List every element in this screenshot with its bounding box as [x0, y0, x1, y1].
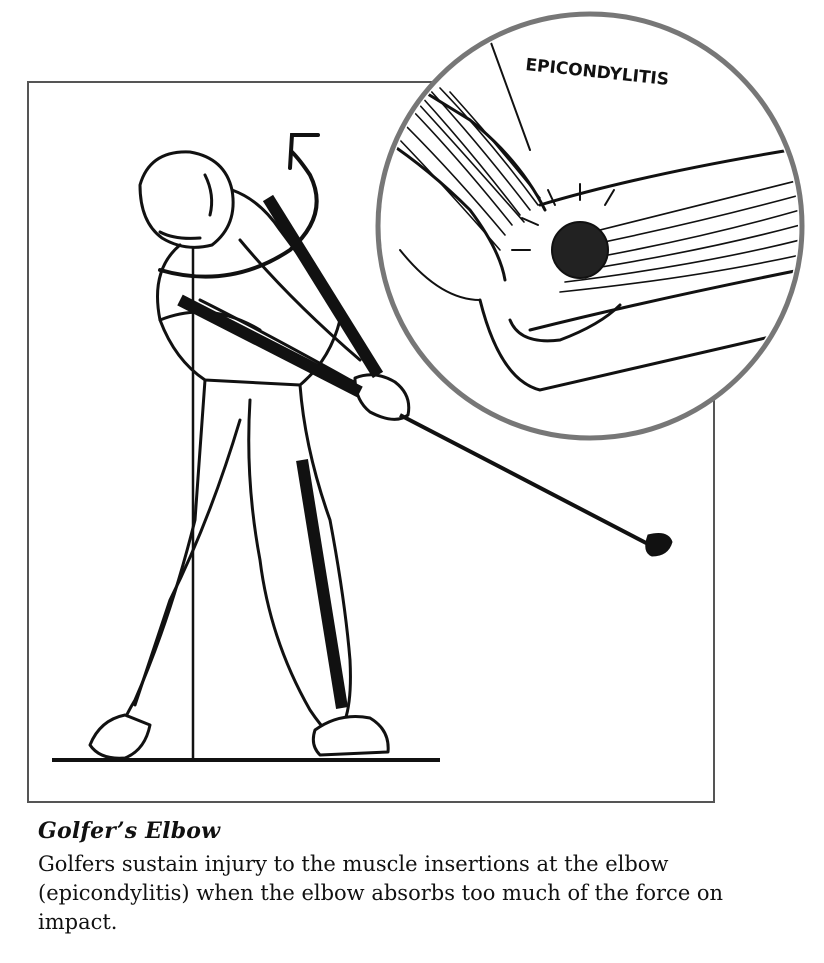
golfers-elbow-illustration: EPICONDYLITIS [27, 11, 805, 803]
elbow-inset: EPICONDYLITIS [375, 11, 805, 441]
golfer-figure [88, 150, 411, 760]
caption-title: Golfer’s Elbow [38, 818, 221, 844]
illustration-frame [27, 81, 715, 803]
golf-club [399, 413, 673, 557]
caption-body: Golfers sustain injury to the muscle ins… [38, 852, 724, 934]
rotation-arrow [158, 133, 320, 279]
force-emphasis-bars [177, 194, 384, 709]
